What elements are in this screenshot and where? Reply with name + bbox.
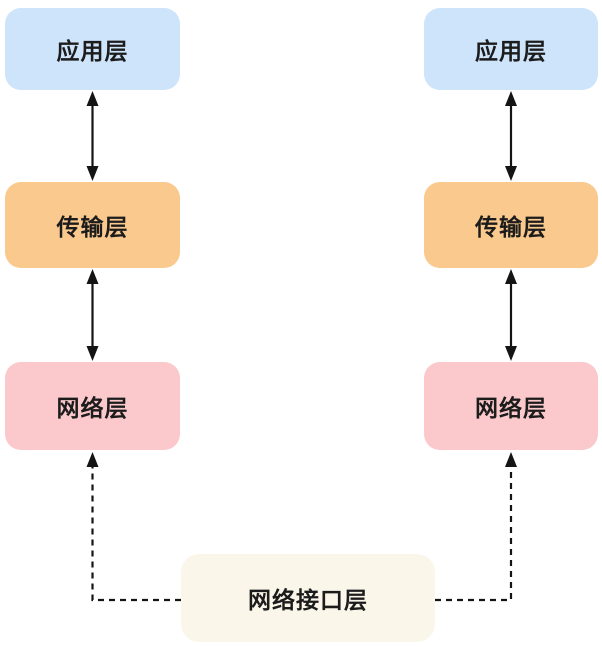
application-layer-box-left: 应用层 [5, 8, 180, 90]
transport-layer-box-right: 传输层 [424, 182, 598, 268]
double-arrow-icon-left-transport-network [86, 269, 99, 361]
dashed-arrow-icon-interface-to-right-network [435, 452, 517, 602]
double-arrow-icon-right-app-transport [505, 91, 517, 181]
transport-layer-label-right: 传输层 [475, 214, 547, 240]
application-layer-label-right: 应用层 [475, 38, 547, 64]
network-interface-layer-box: 网络接口层 [181, 554, 435, 642]
network-layer-box-left: 网络层 [5, 362, 180, 450]
network-layer-box-right: 网络层 [424, 362, 598, 450]
transport-layer-label-left: 传输层 [56, 214, 129, 240]
double-arrow-icon-left-app-transport [86, 91, 99, 181]
transport-layer-box-left: 传输层 [5, 182, 180, 268]
network-interface-layer-label: 网络接口层 [248, 587, 368, 613]
network-layer-label-right: 网络层 [475, 395, 547, 421]
dashed-arrow-icon-interface-to-left-network [86, 452, 181, 602]
double-arrow-icon-right-transport-network [505, 269, 517, 361]
application-layer-label-left: 应用层 [56, 38, 129, 64]
application-layer-box-right: 应用层 [424, 8, 598, 90]
network-layer-label-left: 网络层 [56, 395, 129, 421]
